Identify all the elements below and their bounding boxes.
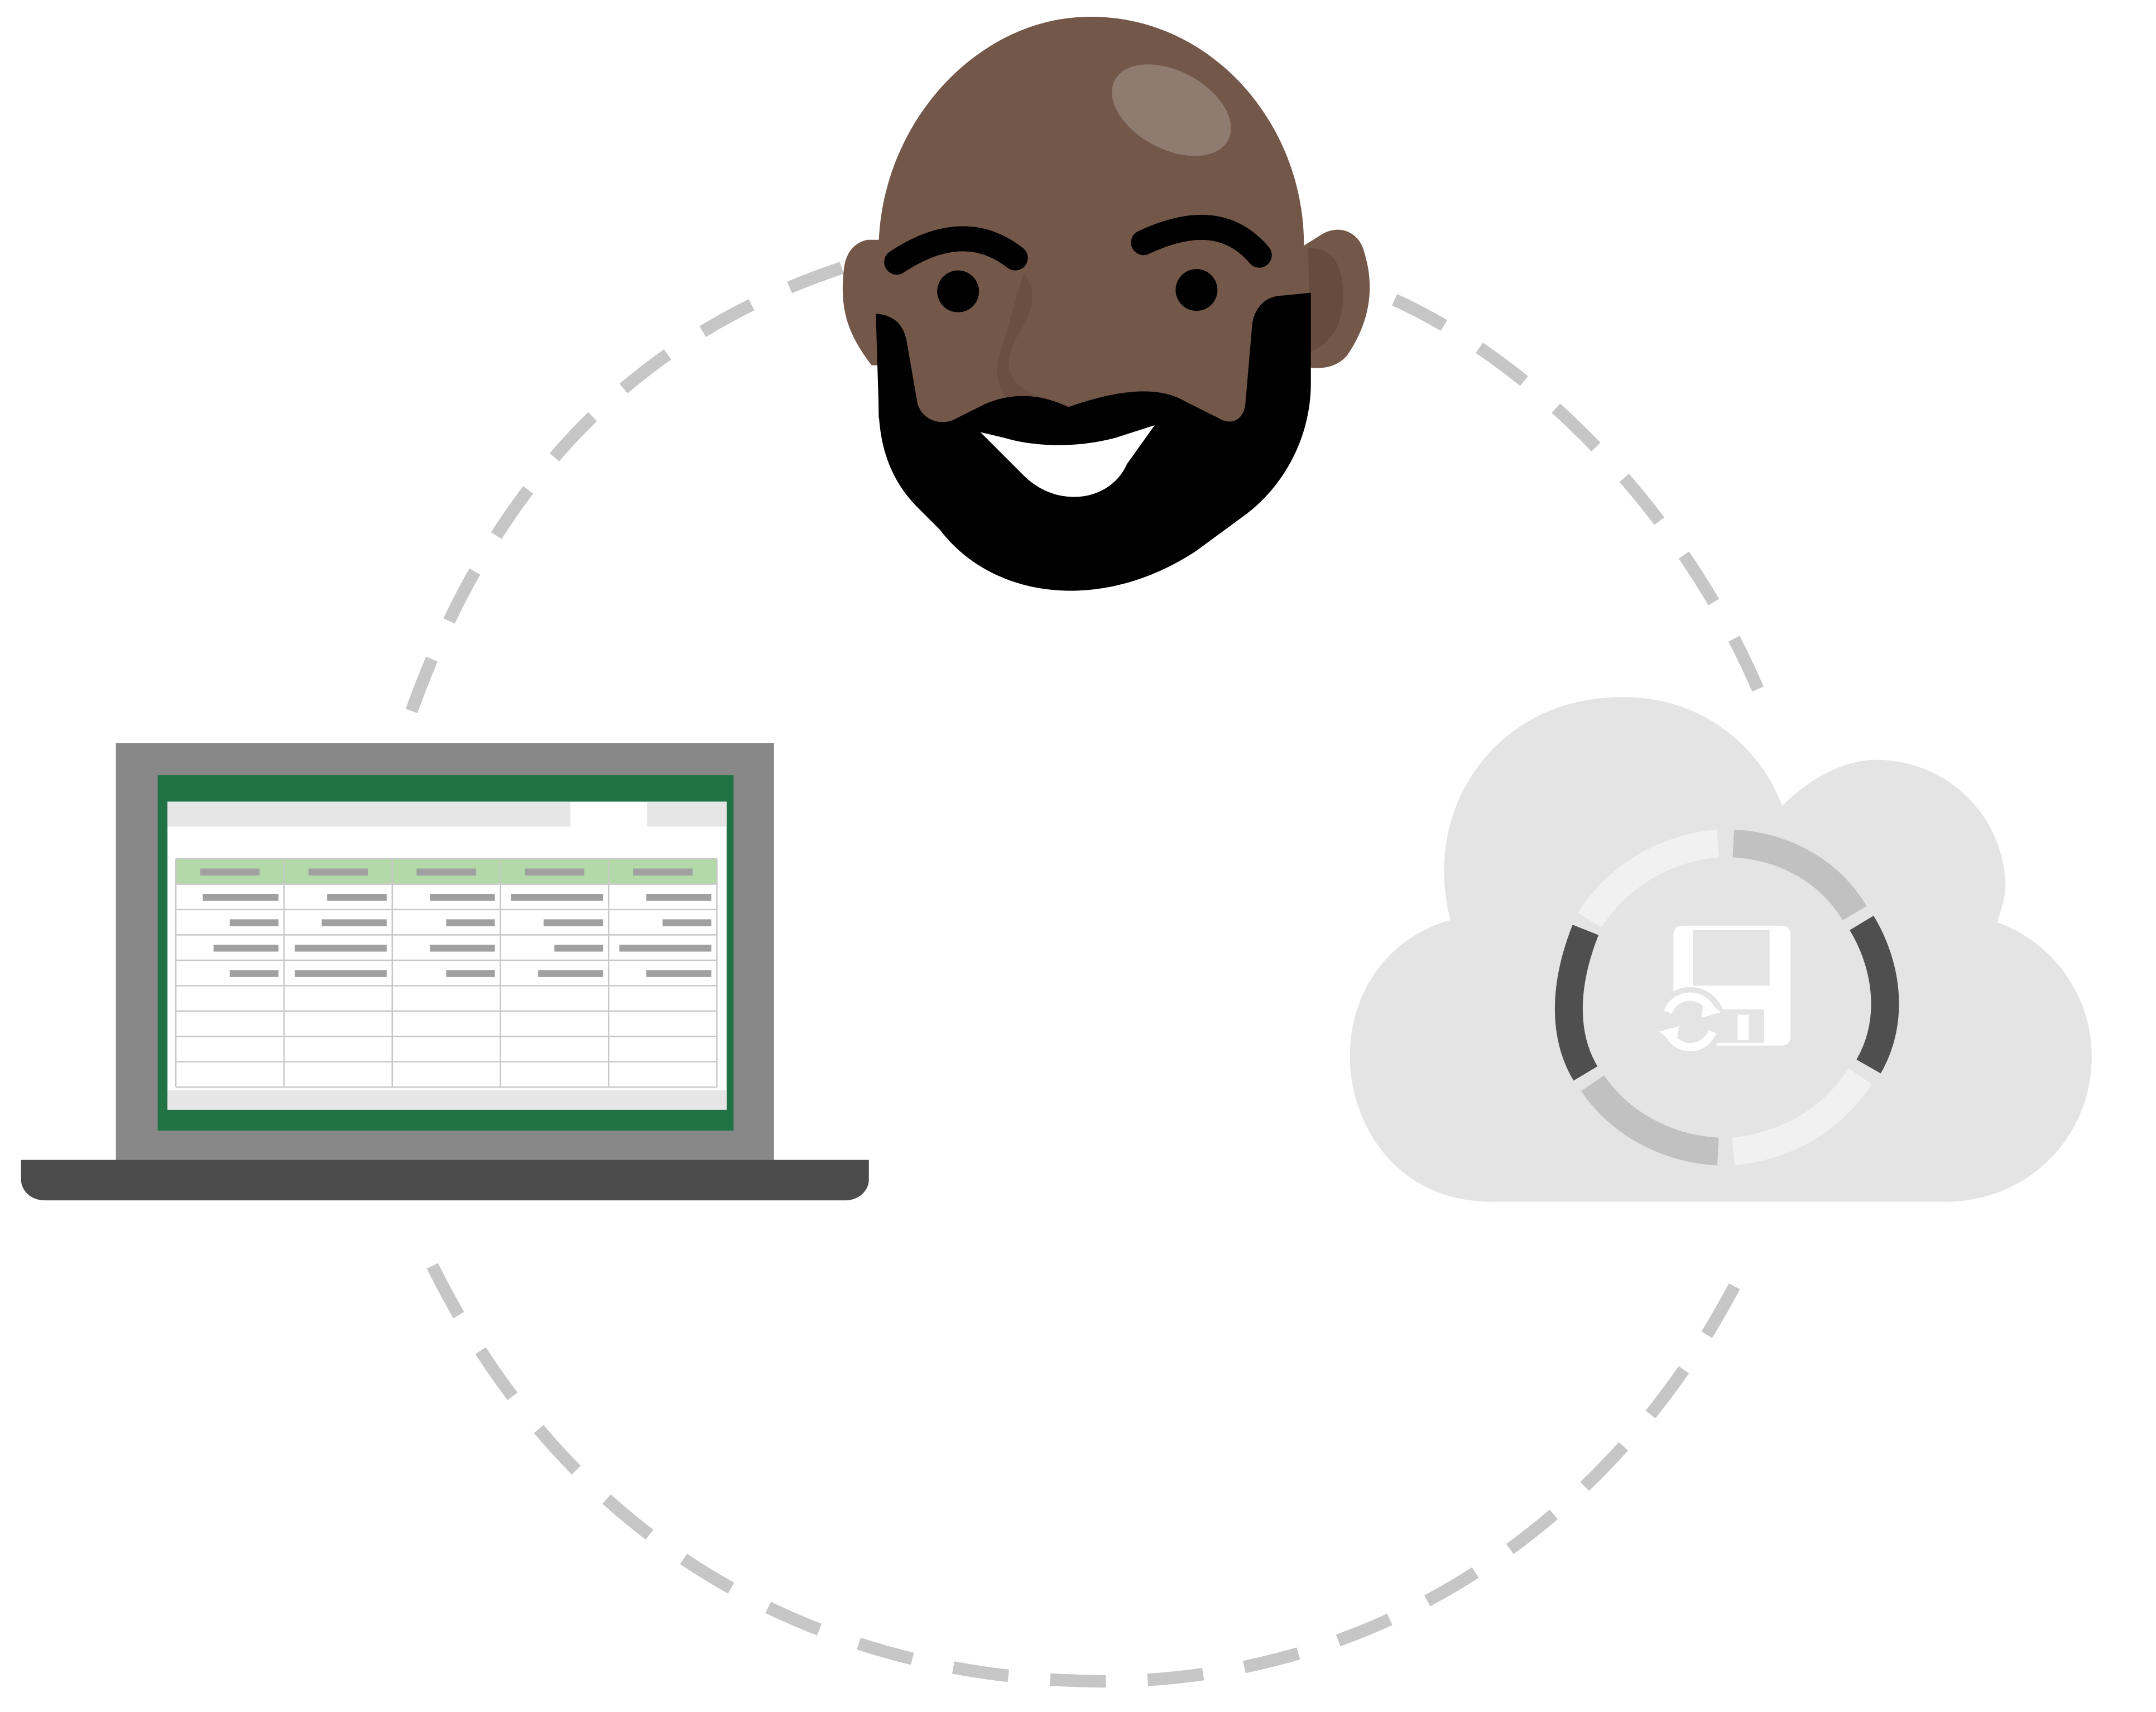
cell-bar [646, 893, 712, 901]
sync-ring [1554, 829, 1899, 1166]
cell-bar [554, 944, 603, 952]
cell-bar [430, 893, 495, 901]
sync-ring-light-top-left [1578, 829, 1720, 928]
sync-ring-dark-left [1554, 925, 1599, 1081]
header-cell-bar [416, 868, 477, 876]
cell-bar [511, 893, 603, 901]
cell-bar [229, 919, 278, 926]
cell-bar [295, 970, 387, 977]
ribbon-bar-right [647, 801, 727, 827]
head-highlight [1112, 64, 1231, 156]
right-ear-inner [1308, 248, 1343, 352]
ring-arc-top-right [1391, 294, 1770, 706]
right-eyebrow [1131, 215, 1272, 268]
spreadsheet-grid [175, 858, 718, 1088]
cell-bar [327, 893, 387, 901]
floppy-label [1693, 930, 1770, 986]
ring-arc-bottom [426, 1252, 1756, 1688]
cell-bar [646, 970, 712, 977]
right-eye [1175, 269, 1218, 311]
left-eye [937, 270, 979, 312]
floppy-shutter-hole [1737, 1014, 1749, 1040]
sync-ring-light-bottom-right [1731, 1068, 1872, 1166]
header-cell-bar [308, 868, 368, 876]
ring-arc-top-left [405, 258, 853, 713]
smile [980, 425, 1155, 497]
ribbon-bar-left [167, 801, 571, 827]
cell-bar [203, 893, 278, 901]
cell-bar [543, 919, 603, 926]
cell-bar [213, 944, 278, 952]
left-eyebrow [884, 226, 1028, 275]
header-cell-bar [525, 868, 584, 876]
sync-arrow-head-top [1701, 998, 1721, 1018]
status-bar [167, 1090, 727, 1110]
cell-bar [662, 919, 712, 926]
cell-bar [619, 944, 712, 952]
laptop [21, 743, 869, 1201]
cell-bar [321, 919, 387, 926]
cell-bar [446, 970, 495, 977]
nose-shadow [997, 273, 1074, 410]
cloud [1350, 697, 2092, 1202]
header-cell-bar [633, 868, 693, 876]
save-sync-icon [1655, 925, 1791, 1057]
cell-bar [229, 970, 278, 977]
cell-bar [295, 944, 387, 952]
cell-bar [430, 944, 495, 952]
person-avatar [842, 16, 1370, 591]
sync-ring-mid-bottom-left [1581, 1075, 1719, 1166]
header-cell-bar [200, 868, 260, 876]
cell-bar [446, 919, 495, 926]
laptop-base [21, 1160, 869, 1201]
sync-arrow-head-bottom [1659, 1026, 1679, 1046]
excel-window [167, 801, 727, 1110]
sync-ring-dark-right [1850, 915, 1899, 1074]
dashed-cycle-ring [405, 258, 1770, 1688]
beard [876, 292, 1311, 591]
cell-bar [538, 970, 603, 977]
sync-ring-mid-top-right [1732, 829, 1867, 921]
